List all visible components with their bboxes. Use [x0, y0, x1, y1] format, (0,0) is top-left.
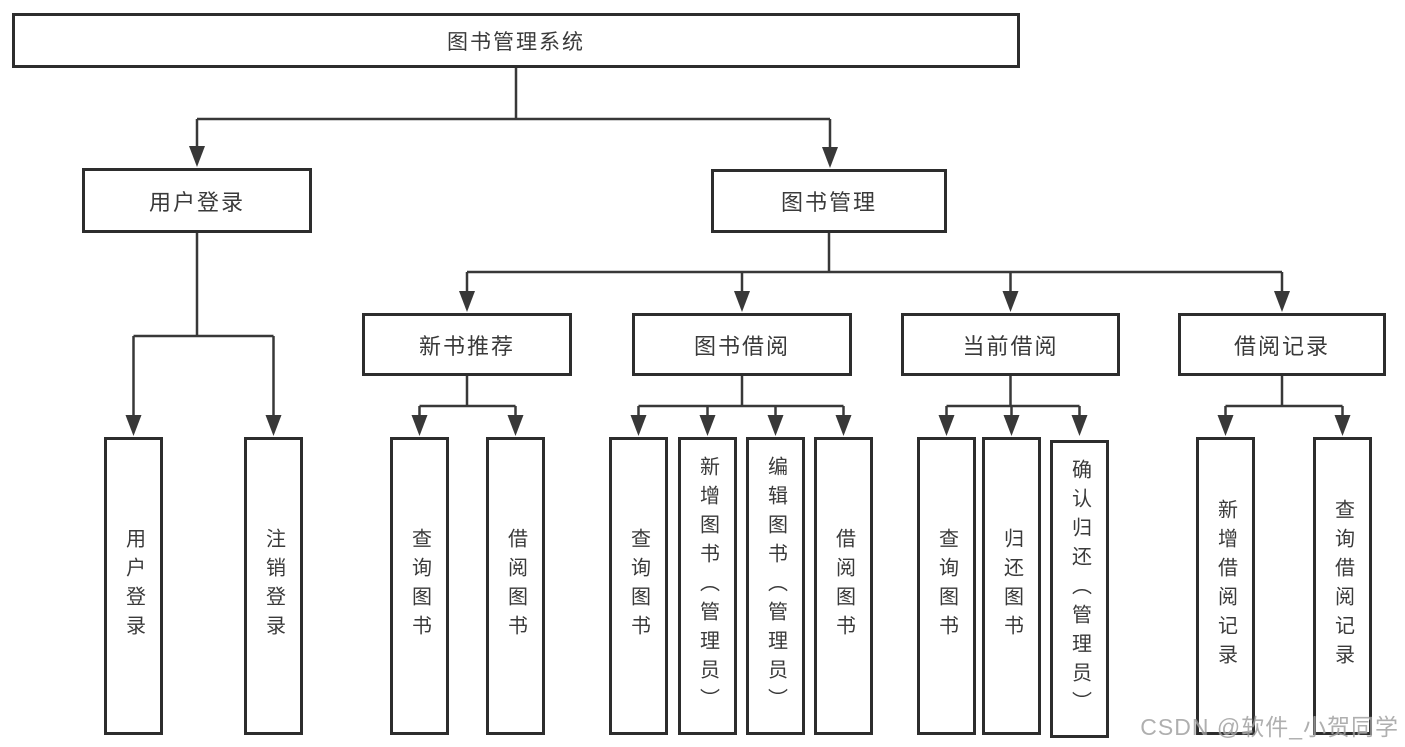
node-current-borrow: 当前借阅: [901, 313, 1120, 376]
leaf-label: 归还图书: [1000, 528, 1023, 644]
leaf-label: 查询借阅记录: [1331, 499, 1354, 673]
leaf-query-books-3: 查询图书: [917, 437, 976, 735]
leaf-label: 新增借阅记录: [1214, 499, 1237, 673]
leaf-label: 借阅图书: [832, 528, 855, 644]
leaf-borrow-books-2: 借阅图书: [814, 437, 873, 735]
leaf-confirm-return-admin: 确认归还（管理员）: [1050, 440, 1109, 738]
leaf-label: 用户登录: [122, 528, 145, 644]
csdn-watermark: CSDN @软件_小贺同学: [1140, 714, 1399, 740]
node-library-management-system: 图书管理系统: [12, 13, 1020, 68]
node-book-borrow: 图书借阅: [632, 313, 852, 376]
leaf-query-books-1: 查询图书: [390, 437, 449, 735]
arrowheads: [125, 146, 1351, 436]
leaf-label: 编辑图书（管理员）: [764, 455, 787, 717]
leaf-add-book-admin: 新增图书（管理员）: [678, 437, 737, 735]
leaf-label: 注销登录: [262, 528, 285, 644]
leaf-query-books-2: 查询图书: [609, 437, 668, 735]
leaf-label: 确认归还（管理员）: [1068, 458, 1091, 720]
leaf-add-borrow-record: 新增借阅记录: [1196, 437, 1255, 735]
leaf-label: 查询图书: [408, 528, 431, 644]
node-borrow-records: 借阅记录: [1178, 313, 1386, 376]
leaf-label: 借阅图书: [504, 528, 527, 644]
leaf-borrow-books-1: 借阅图书: [486, 437, 545, 735]
leaf-edit-book-admin: 编辑图书（管理员）: [746, 437, 805, 735]
leaf-label: 查询图书: [935, 528, 958, 644]
node-new-book-recommend: 新书推荐: [362, 313, 572, 376]
leaf-user-login: 用户登录: [104, 437, 163, 735]
leaf-query-borrow-record: 查询借阅记录: [1313, 437, 1372, 735]
leaf-label: 新增图书（管理员）: [696, 455, 719, 717]
node-book-management: 图书管理: [711, 169, 947, 233]
node-user-login: 用户登录: [82, 168, 312, 233]
leaf-logout: 注销登录: [244, 437, 303, 735]
leaf-label: 查询图书: [627, 528, 650, 644]
leaf-return-book: 归还图书: [982, 437, 1041, 735]
